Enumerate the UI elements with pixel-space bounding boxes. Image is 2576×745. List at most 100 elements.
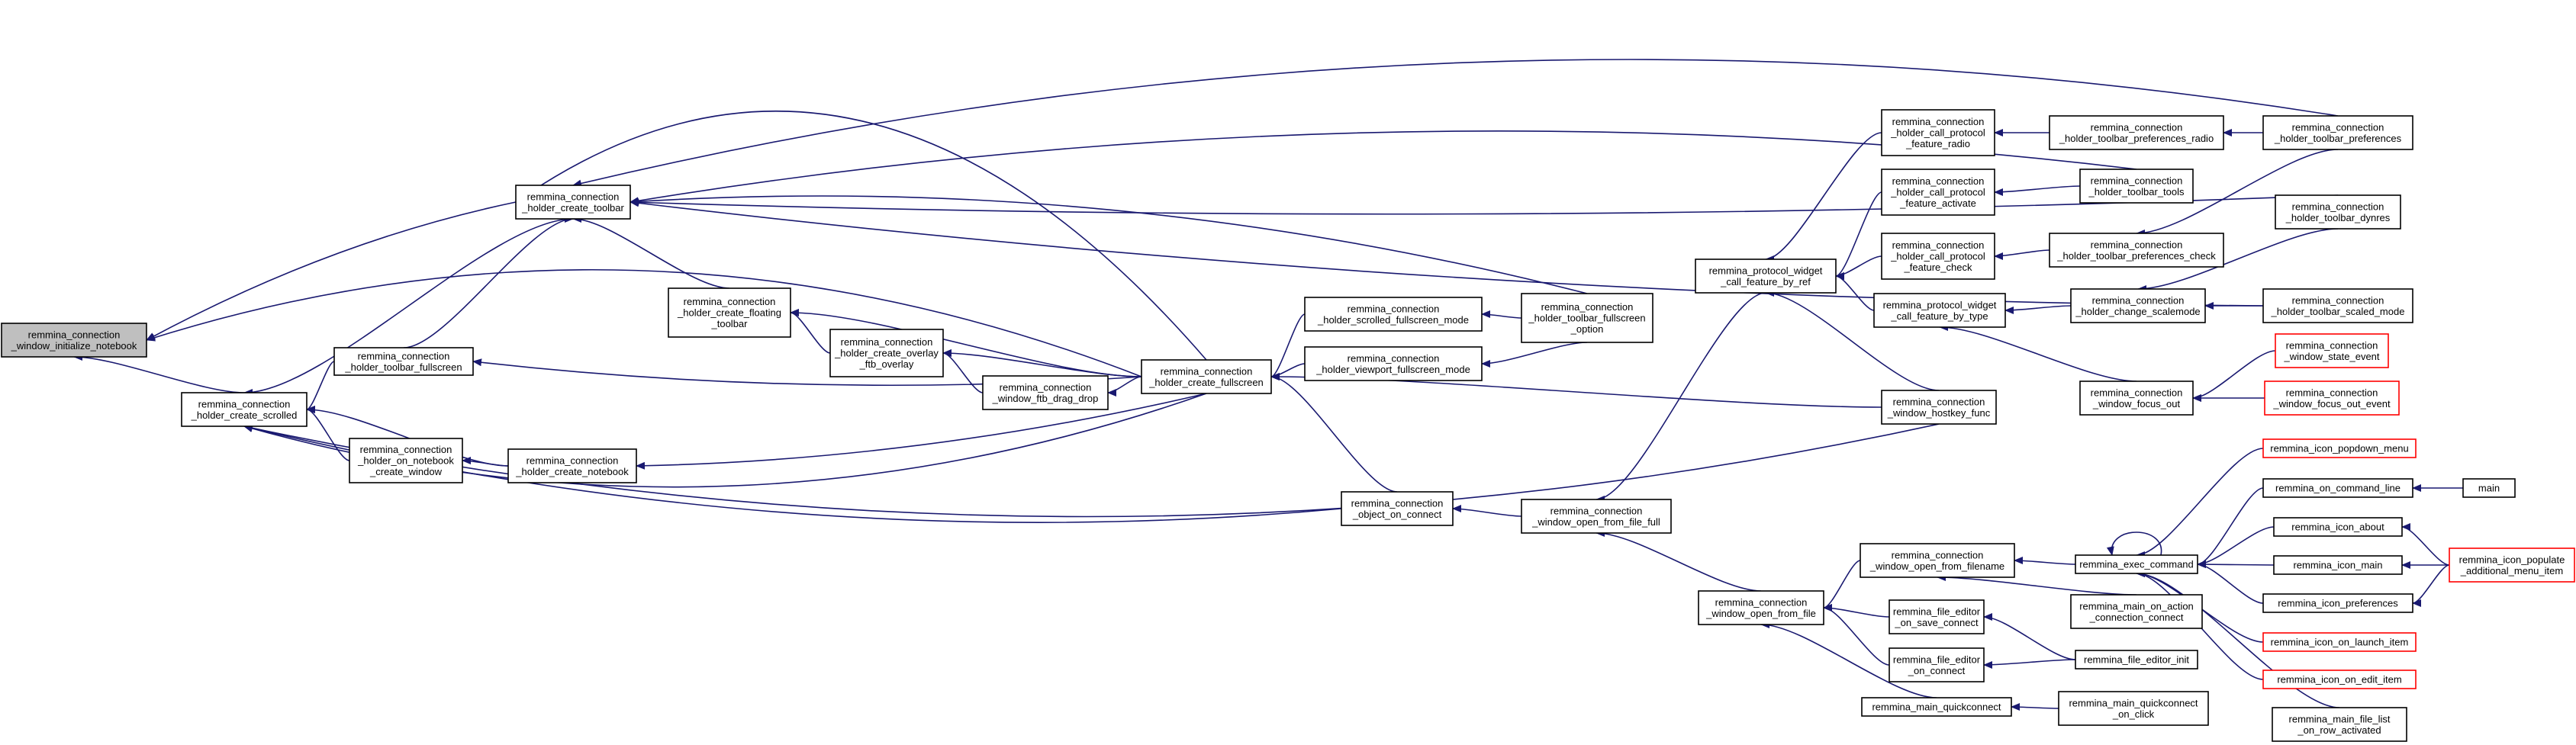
- node-icon-about[interactable]: remmina_icon_about: [2273, 517, 2403, 537]
- node-window-ftb-drag-drop[interactable]: remmina_connection_window_ftb_drag_drop: [982, 375, 1109, 410]
- node-label: _holder_toolbar_preferences: [2274, 133, 2402, 144]
- edge-create-overlay-ftb-overlay-to-create-floating-toolbar: [790, 309, 831, 354]
- node-exec-command[interactable]: remmina_exec_command: [2075, 554, 2198, 574]
- node-icon-populate-additional-menu-item[interactable]: remmina_icon_populate_additional_menu_it…: [2449, 548, 2575, 583]
- node-icon-on-launch-item[interactable]: remmina_icon_on_launch_item: [2262, 632, 2417, 652]
- node-create-overlay-ftb-overlay[interactable]: remmina_connection_holder_create_overlay…: [829, 329, 944, 377]
- node-call-protocol-feature-check[interactable]: remmina_connection_holder_call_protocol_…: [1881, 233, 1995, 280]
- node-label: _holder_create_overlay: [834, 348, 939, 359]
- node-create-toolbar[interactable]: remmina_connection_holder_create_toolbar: [515, 185, 631, 220]
- node-open-from-filename[interactable]: remmina_connection_window_open_from_file…: [1860, 543, 2015, 578]
- node-box: [1860, 543, 2015, 578]
- node-toolbar-fullscreen[interactable]: remmina_connection_holder_toolbar_fullsc…: [333, 347, 474, 376]
- node-label: _window_state_event: [2283, 351, 2379, 362]
- edge-toolbar-fullscreen-option-to-create-toolbar: [630, 195, 1588, 294]
- node-toolbar-fullscreen-option[interactable]: remmina_connection_holder_toolbar_fullsc…: [1521, 293, 1653, 343]
- node-object-on-connect[interactable]: remmina_connection_object_on_connect: [1341, 491, 1454, 526]
- node-open-from-file-full[interactable]: remmina_connection_window_open_from_file…: [1521, 499, 1672, 534]
- node-label: _holder_toolbar_tools: [2088, 186, 2185, 197]
- node-label: _feature_check: [1904, 262, 1972, 273]
- node-create-scrolled[interactable]: remmina_connection_holder_create_scrolle…: [181, 392, 308, 427]
- node-box: [2075, 554, 2198, 574]
- node-call-protocol-feature-activate[interactable]: remmina_connection_holder_call_protocol_…: [1881, 169, 1995, 216]
- node-create-fullscreen[interactable]: remmina_connection_holder_create_fullscr…: [1141, 359, 1272, 394]
- node-label: remmina_exec_command: [2079, 559, 2194, 570]
- node-create-notebook[interactable]: remmina_connection_holder_create_noteboo…: [507, 448, 637, 483]
- node-label: remmina_connection: [1348, 352, 1440, 364]
- edge-toolbar-fullscreen-to-create-toolbar: [403, 215, 574, 348]
- node-box: [2058, 691, 2209, 726]
- node-label: _window_focus_out: [2092, 398, 2181, 409]
- node-file-editor-on-connect[interactable]: remmina_file_editor_on_connect: [1889, 647, 1985, 682]
- node-open-from-file[interactable]: remmina_connection_window_open_from_file: [1698, 590, 1824, 625]
- edge-open-from-file-full-to-object-on-connect: [1452, 505, 1522, 517]
- edge-main-quickconnect-to-open-from-file: [1760, 621, 1937, 698]
- node-toolbar-tools[interactable]: remmina_connection_holder_toolbar_tools: [2079, 169, 2194, 204]
- edge-call-protocol-feature-radio-to-call-feature-by-ref: [1765, 132, 1882, 263]
- node-toolbar-preferences-radio[interactable]: remmina_connection_holder_toolbar_prefer…: [2049, 115, 2224, 150]
- node-box: [2273, 555, 2403, 575]
- node-scrolled-fullscreen-mode[interactable]: remmina_connection_holder_scrolled_fulls…: [1304, 297, 1483, 332]
- node-on-command-line[interactable]: remmina_on_command_line: [2262, 478, 2413, 498]
- node-viewport-fullscreen-mode[interactable]: remmina_connection_holder_viewport_fulls…: [1304, 346, 1483, 381]
- node-label: remmina_connection: [2286, 339, 2378, 351]
- nodes: remmina_connection_window_initialize_not…: [1, 109, 2575, 742]
- edge-on-notebook-create-window-to-create-scrolled: [306, 406, 350, 461]
- node-box: [2079, 381, 2194, 416]
- node-initialize-notebook[interactable]: remmina_connection_window_initialize_not…: [1, 323, 147, 358]
- edge-toolbar-scaled-mode-to-create-toolbar: [630, 199, 2264, 307]
- edge-open-from-file-to-open-from-file-full: [1596, 529, 1762, 592]
- node-box: [1881, 390, 1997, 425]
- node-box: [2070, 288, 2206, 323]
- node-window-focus-out[interactable]: remmina_connection_window_focus_out: [2079, 381, 2194, 416]
- node-main[interactable]: main: [2462, 478, 2516, 498]
- node-icon-preferences[interactable]: remmina_icon_preferences: [2262, 593, 2413, 613]
- node-icon-on-edit-item[interactable]: remmina_icon_on_edit_item: [2262, 670, 2417, 689]
- node-label: remmina_connection: [1161, 365, 1253, 377]
- node-label: remmina_connection: [358, 350, 450, 361]
- edge-window-hostkey-func-to-create-scrolled: [243, 423, 1940, 518]
- node-window-state-event[interactable]: remmina_connection_window_state_event: [2275, 333, 2389, 368]
- edge-create-scrolled-to-initialize-notebook: [73, 353, 245, 393]
- node-label: _holder_toolbar_dynres: [2285, 212, 2391, 223]
- edge-create-fullscreen-to-create-overlay-ftb-overlay: [942, 349, 1142, 377]
- node-toolbar-preferences[interactable]: remmina_connection_holder_toolbar_prefer…: [2262, 115, 2413, 150]
- node-toolbar-scaled-mode[interactable]: remmina_connection_holder_toolbar_scaled…: [2262, 288, 2413, 323]
- node-file-editor-init[interactable]: remmina_file_editor_init: [2075, 650, 2198, 670]
- node-label: _window_focus_out_event: [2272, 398, 2391, 409]
- node-main-on-action-connection-connect[interactable]: remmina_main_on_action_connection_connec…: [2070, 594, 2203, 629]
- edge-call-feature-by-ref-to-open-from-file-full: [1596, 292, 1766, 503]
- edge-exec-command-to-open-from-filename: [2014, 557, 2076, 565]
- node-toolbar-dynres[interactable]: remmina_connection_holder_toolbar_dynres: [2275, 194, 2401, 230]
- node-on-notebook-create-window[interactable]: remmina_connection_holder_on_notebook_cr…: [349, 438, 463, 483]
- node-main-quickconnect-on-click[interactable]: remmina_main_quickconnect_on_click: [2058, 691, 2209, 726]
- node-call-protocol-feature-radio[interactable]: remmina_connection_holder_call_protocol_…: [1881, 109, 1995, 156]
- node-icon-popdown-menu[interactable]: remmina_icon_popdown_menu: [2262, 438, 2417, 458]
- node-box: [2275, 333, 2389, 368]
- node-call-feature-by-type[interactable]: remmina_protocol_widget_call_feature_by_…: [1873, 293, 2006, 328]
- node-label: _holder_create_fullscreen: [1148, 377, 1264, 388]
- node-label: remmina_protocol_widget: [1709, 265, 1823, 276]
- node-box: [2075, 650, 2198, 670]
- node-window-hostkey-func[interactable]: remmina_connection_window_hostkey_func: [1881, 390, 1997, 425]
- edge-viewport-fullscreen-mode-to-create-fullscreen: [1270, 363, 1306, 381]
- node-window-focus-out-event[interactable]: remmina_connection_window_focus_out_even…: [2264, 381, 2400, 416]
- node-label: remmina_connection: [2091, 387, 2183, 398]
- node-change-scalemode[interactable]: remmina_connection_holder_change_scalemo…: [2070, 288, 2206, 323]
- edge-main-quickconnect-on-click-to-main-quickconnect: [2011, 703, 2059, 711]
- node-main-quickconnect[interactable]: remmina_main_quickconnect: [1861, 697, 2012, 717]
- node-call-feature-by-ref[interactable]: remmina_protocol_widget_call_feature_by_…: [1695, 259, 1837, 294]
- edge-file-editor-init-to-file-editor-on-save-connect: [1983, 613, 2076, 660]
- node-file-editor-on-save-connect[interactable]: remmina_file_editor_on_save_connect: [1889, 599, 1985, 634]
- node-label: remmina_connection: [2292, 294, 2384, 306]
- node-box: [2262, 593, 2413, 613]
- node-main-file-list-on-row-activated[interactable]: remmina_main_file_list_on_row_activated: [2272, 707, 2407, 742]
- node-label: _holder_scrolled_fullscreen_mode: [1317, 314, 1469, 326]
- node-label: _holder_create_floating: [677, 307, 781, 319]
- edge-open-from-filename-to-open-from-file: [1823, 560, 1861, 612]
- node-icon-main[interactable]: remmina_icon_main: [2273, 555, 2403, 575]
- node-box: [668, 287, 791, 338]
- node-toolbar-preferences-check[interactable]: remmina_connection_holder_toolbar_prefer…: [2049, 233, 2224, 268]
- node-create-floating-toolbar[interactable]: remmina_connection_holder_create_floatin…: [668, 287, 791, 338]
- node-label: _holder_viewport_fullscreen_mode: [1315, 364, 1470, 375]
